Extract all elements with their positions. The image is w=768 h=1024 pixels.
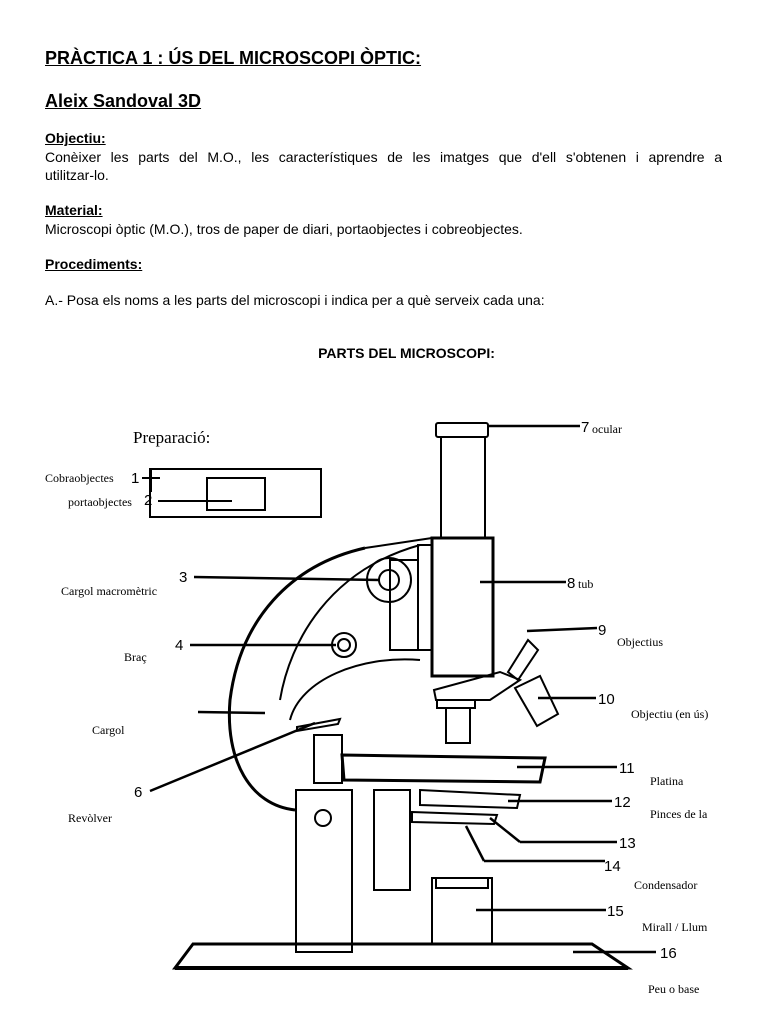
- objective-line-2: utilitzar-lo.: [45, 167, 109, 183]
- material-text: Microscopi òptic (M.O.), tros de paper d…: [45, 221, 523, 237]
- number-8: 8: [567, 575, 575, 592]
- number-15: 15: [607, 903, 624, 920]
- objective-text: Conèixer les parts del M.O., les caracte…: [45, 148, 722, 184]
- label-brac: Braç: [124, 650, 147, 664]
- number-6: 6: [134, 784, 142, 801]
- label-objectiu-en-us: Objectiu (en ús): [631, 707, 708, 721]
- number-10: 10: [598, 691, 615, 708]
- number-12: 12: [614, 794, 631, 811]
- label-ocular: ocular: [592, 422, 622, 436]
- stage-shape: [340, 753, 547, 784]
- procedures-heading: Procediments:: [45, 256, 143, 272]
- objective-in-use: [513, 674, 560, 728]
- arm-outline: [227, 546, 366, 812]
- procedures-instruction: A.- Posa els noms a les parts del micros…: [45, 292, 545, 308]
- author-name: Aleix Sandoval 3D: [45, 91, 202, 111]
- number-2: 2: [144, 492, 152, 509]
- objective-heading: Objectiu:: [45, 130, 106, 146]
- material-heading: Material:: [45, 202, 103, 218]
- ocular-tube: [440, 436, 486, 539]
- number-14: 14: [604, 858, 621, 875]
- preparation-title: Preparació:: [133, 428, 210, 447]
- label-objectius: Objectius: [617, 635, 663, 649]
- label-mirall: Mirall / Llum: [642, 920, 708, 934]
- label-tub: tub: [578, 577, 593, 591]
- number-16: 16: [660, 945, 677, 962]
- label-revolver: Revòlver: [68, 811, 112, 825]
- label-cargol: Cargol: [92, 723, 125, 737]
- objective-line-1: Conèixer les parts del M.O., les caracte…: [45, 149, 722, 165]
- label-cobreobjectes: Cobraobjectes: [45, 471, 114, 485]
- revolver-shape: [432, 670, 523, 701]
- tube-shape: [430, 536, 495, 678]
- label-platina: Platina: [650, 774, 684, 788]
- label-cargol-macro: Cargol macromètric: [61, 584, 157, 598]
- number-3: 3: [179, 569, 187, 586]
- preparation-slide: [149, 468, 322, 518]
- coverslip: [206, 477, 266, 511]
- ocular-shape: [435, 422, 489, 438]
- pillar-shape: [295, 789, 353, 953]
- number-9: 9: [598, 622, 606, 639]
- label-condensador: Condensador: [634, 878, 697, 892]
- label-peu: Peu o base: [648, 982, 699, 996]
- document-title: PRÀCTICA 1 : ÚS DEL MICROSCOPI ÒPTIC:: [45, 48, 422, 68]
- number-11: 11: [619, 760, 635, 777]
- figure-title: PARTS DEL MICROSCOPI:: [318, 345, 495, 361]
- number-7: 7: [581, 419, 589, 436]
- label-pinces: Pinces de la: [650, 807, 708, 821]
- number-1: 1: [131, 470, 139, 487]
- number-13: 13: [619, 835, 636, 852]
- base-shape: [172, 942, 633, 970]
- label-portaobjectes: portaobjectes: [68, 495, 132, 509]
- number-4: 4: [175, 637, 183, 654]
